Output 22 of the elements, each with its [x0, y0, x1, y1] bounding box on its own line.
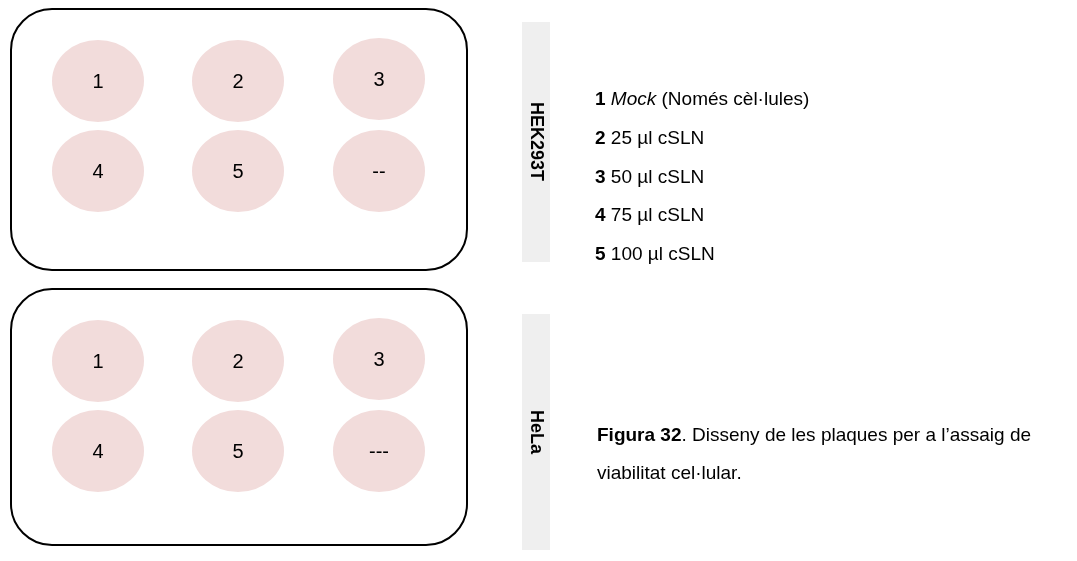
- well-number: 1: [92, 349, 104, 373]
- legend-item: 5 100 µl cSLN: [595, 243, 715, 266]
- well-number: 2: [232, 69, 244, 93]
- figure-caption: Figura 32. Disseny de les plaques per a l’assaig de viabilitat cel·lular.: [597, 423, 1033, 485]
- well-number: 5: [232, 159, 244, 183]
- well-number: 2: [232, 349, 244, 373]
- well-plate: [10, 8, 468, 271]
- well-number: 5: [232, 439, 244, 463]
- cell-line-label: HeLa: [525, 410, 547, 454]
- well-plate: [10, 288, 468, 546]
- legend-item: 1 Mock (Només cèl·lules): [595, 88, 810, 110]
- legend-item: 4 75 µl cSLN: [595, 204, 705, 227]
- legend-item: 2 25 µl cSLN: [595, 126, 705, 149]
- well-number: 4: [92, 439, 104, 463]
- legend-item: 3 50 µl cSLN: [595, 165, 705, 188]
- well-number: ---: [369, 439, 389, 463]
- well-number: 1: [92, 69, 104, 93]
- well-number: 3: [373, 67, 385, 91]
- cell-line-label: HEK293T: [525, 102, 547, 182]
- well-number: 3: [373, 347, 385, 371]
- well-number: --: [372, 159, 386, 183]
- well-number: 4: [92, 159, 104, 183]
